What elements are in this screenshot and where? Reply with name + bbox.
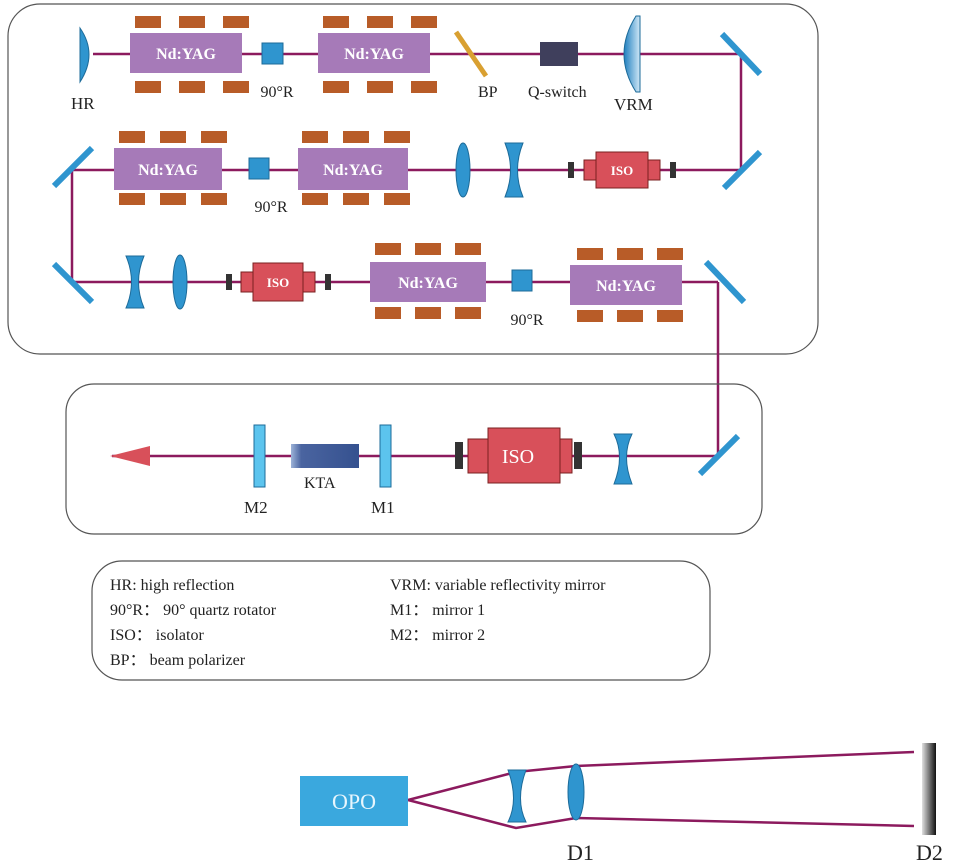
rotator-label: 90°R	[254, 199, 287, 216]
nd-yag-rod	[298, 148, 408, 190]
fold-mirror	[719, 31, 763, 77]
d1-label: D1	[567, 840, 594, 865]
m1-mirror	[379, 424, 392, 488]
nd-yag-rod	[130, 33, 242, 73]
hr-mirror	[79, 26, 90, 84]
q-switch	[540, 42, 578, 66]
fold-mirror	[703, 259, 747, 305]
iso-label: ISO	[267, 275, 289, 290]
nd-yag-rod	[570, 265, 682, 305]
nd-yag-label: Nd:YAG	[596, 278, 656, 295]
concave-lens	[504, 142, 524, 198]
fold-mirror	[697, 433, 741, 477]
fold-mirror	[51, 145, 95, 189]
iso-label: ISO	[502, 446, 534, 468]
opo-frame	[65, 383, 763, 535]
nd-yag-label: Nd:YAG	[156, 46, 216, 63]
legend: HR: high reflection 90°R： 90° quartz rot…	[110, 577, 606, 669]
nd-yag-rod	[114, 148, 222, 190]
expanded-beam	[407, 750, 915, 830]
legend-m1: M1： mirror 1	[390, 602, 485, 619]
opo-label: OPO	[332, 789, 376, 814]
nd-yag-label: Nd:YAG	[344, 46, 404, 63]
m2-mirror	[253, 424, 266, 488]
rotator-crystal	[261, 42, 284, 65]
rotator-label: 90°R	[260, 84, 293, 101]
amplifier-frame	[7, 3, 819, 355]
rotator-crystal	[248, 157, 270, 180]
pump-blocks-row1-right	[323, 16, 437, 93]
legend-hr: HR: high reflection	[110, 577, 234, 594]
convex-lens	[567, 763, 585, 821]
vrm-label: VRM	[614, 95, 653, 114]
concave-lens	[613, 433, 633, 485]
opo-source	[300, 776, 408, 826]
nd-yag-rod	[370, 262, 486, 302]
rotator-crystal	[511, 269, 533, 292]
output-arrow	[110, 446, 150, 466]
isolator	[226, 262, 331, 302]
vrm-mirror	[623, 15, 641, 93]
legend-vrm: VRM: variable reflectivity mirror	[390, 577, 606, 594]
kta-label: KTA	[304, 475, 336, 492]
beam-polarizer	[453, 30, 489, 78]
convex-lens	[172, 254, 188, 310]
bp-label: BP	[478, 84, 498, 101]
iso-label: ISO	[611, 163, 633, 178]
m2-label: M2	[244, 498, 268, 517]
detection-screen	[922, 743, 936, 835]
m1-label: M1	[371, 498, 395, 517]
legend-iso: ISO： isolator	[110, 627, 204, 644]
legend-m2: M2： mirror 2	[390, 627, 485, 644]
q-switch-label: Q-switch	[528, 84, 587, 101]
pump-blocks-row2-right	[302, 131, 410, 205]
nd-yag-label: Nd:YAG	[323, 162, 383, 179]
isolator	[455, 427, 582, 484]
isolator	[568, 151, 676, 189]
d2-label: D2	[916, 840, 943, 865]
legend-bp: BP： beam polarizer	[110, 652, 246, 669]
rotator-label: 90°R	[510, 312, 543, 329]
convex-lens	[455, 142, 471, 198]
pump-blocks-row2-left	[119, 131, 227, 205]
pump-blocks-row3-left	[375, 243, 481, 319]
nd-yag-label: Nd:YAG	[138, 162, 198, 179]
pump-blocks-row1-left	[135, 16, 249, 93]
hr-label: HR	[71, 94, 95, 113]
legend-rotator: 90°R： 90° quartz rotator	[110, 602, 277, 619]
pump-blocks-row3-right	[577, 248, 683, 322]
fold-mirror	[51, 261, 95, 305]
kta-crystal	[291, 444, 359, 468]
concave-lens	[125, 255, 145, 309]
nd-yag-label: Nd:YAG	[398, 275, 458, 292]
legend-box	[91, 560, 711, 681]
nd-yag-rod	[318, 33, 430, 73]
concave-lens	[507, 769, 527, 823]
fold-mirror	[721, 149, 763, 191]
